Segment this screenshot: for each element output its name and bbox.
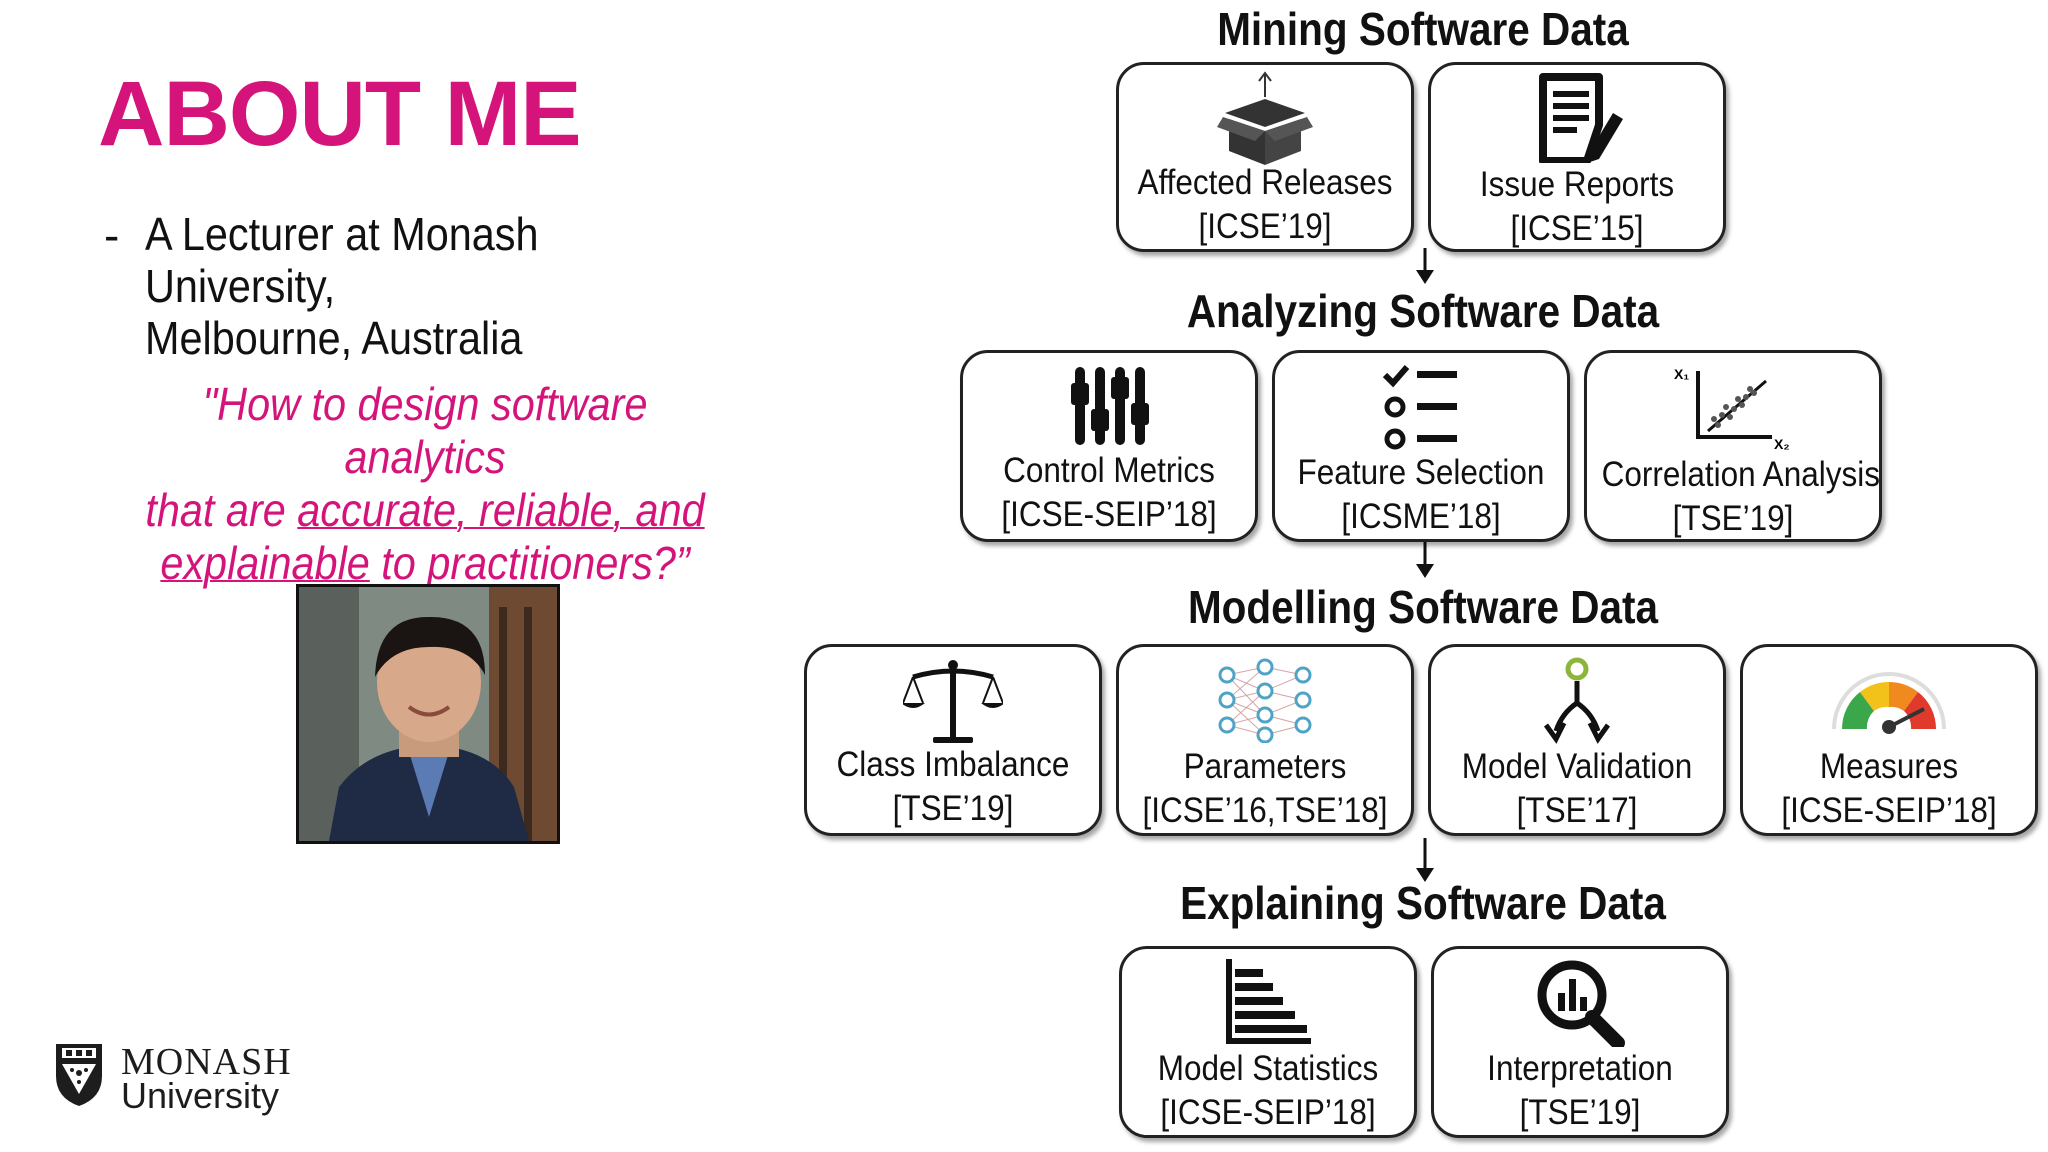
checklist-icon	[1275, 361, 1567, 451]
quote-text-end: to practitioners?”	[369, 537, 690, 589]
box-control-metrics: Control Metrics [ICSE-SEIP’18]	[960, 350, 1258, 542]
quote-line-2: that are accurate, reliable, and	[128, 484, 722, 537]
parameters-ref: [ICSE’16,TSE’18]	[1142, 791, 1388, 830]
box-interpretation: Interpretation [TSE’19]	[1431, 946, 1729, 1138]
sliders-icon	[963, 363, 1255, 449]
section-mining: Mining Software Data	[1217, 3, 1629, 55]
monash-crest-icon	[56, 1044, 102, 1106]
bar-chart-icon	[1122, 957, 1414, 1047]
affected-ref: [ICSE’19]	[1198, 207, 1332, 246]
scale-icon	[807, 655, 1099, 745]
arrow-down-icon	[1416, 542, 1434, 578]
imbalance-ref: [TSE’19]	[892, 789, 1014, 828]
box-correlation-analysis: X₁ X₂ Correlation Analysis [TSE’19]	[1584, 350, 1882, 542]
section-explaining: Explaining Software Data	[1180, 877, 1666, 929]
validation-ref: [TSE’17]	[1516, 791, 1638, 830]
issue-label: Issue Reports	[1479, 165, 1675, 204]
imbalance-label: Class Imbalance	[836, 745, 1070, 784]
split-arrow-icon	[1431, 655, 1723, 745]
measures-ref: [ICSE-SEIP’18]	[1781, 791, 1997, 830]
arrow-down-icon	[1416, 838, 1434, 882]
box-feature-selection: Feature Selection [ICSME’18]	[1272, 350, 1570, 542]
box-class-imbalance: Class Imbalance [TSE’19]	[804, 644, 1102, 836]
interpretation-ref: [TSE’19]	[1519, 1093, 1641, 1132]
logo-university: University	[121, 1075, 280, 1116]
validation-label: Model Validation	[1461, 747, 1693, 786]
logo-monash: MONASH	[121, 1041, 292, 1083]
feature-ref: [ICSME’18]	[1341, 497, 1501, 536]
arrow-down-icon	[1416, 248, 1434, 284]
axis-x2-label: X₂	[1774, 436, 1790, 452]
parameters-label: Parameters	[1183, 747, 1347, 786]
profile-photo	[296, 584, 560, 844]
quote-line-3: explainable to practitioners?”	[128, 537, 722, 590]
quote-underlined-1: accurate, reliable, and	[297, 484, 705, 536]
box-affected-releases: Affected Releases [ICSE’19]	[1116, 62, 1414, 252]
box-issue-reports: Issue Reports [ICSE’15]	[1428, 62, 1726, 252]
box-measures: Measures [ICSE-SEIP’18]	[1740, 644, 2038, 836]
affected-label: Affected Releases	[1137, 163, 1393, 202]
feature-label: Feature Selection	[1297, 453, 1545, 492]
document-edit-icon	[1431, 73, 1723, 163]
person-photo-icon	[299, 587, 557, 841]
control-ref: [ICSE-SEIP’18]	[1001, 495, 1217, 534]
bullet-line-2: Melbourne, Australia	[145, 312, 523, 364]
bullet-text: A Lecturer at Monash University, Melbour…	[145, 208, 730, 364]
issue-ref: [ICSE’15]	[1510, 209, 1644, 248]
axis-x1-label: X₁	[1674, 366, 1689, 382]
box-model-validation: Model Validation [TSE’17]	[1428, 644, 1726, 836]
slide-title: ABOUT ME	[98, 63, 582, 165]
quote-underlined-2: explainable	[160, 537, 370, 589]
measures-label: Measures	[1819, 747, 1959, 786]
section-modelling: Modelling Software Data	[1187, 581, 1659, 633]
bullet-dash: -	[104, 209, 120, 261]
quote-line-1: "How to design software analytics	[202, 378, 648, 483]
neural-network-icon	[1119, 657, 1411, 743]
bullet-line-1: A Lecturer at Monash University,	[145, 208, 539, 312]
box-model-statistics: Model Statistics [ICSE-SEIP’18]	[1119, 946, 1417, 1138]
research-quote: "How to design software analytics that a…	[128, 378, 722, 590]
gauge-icon	[1743, 665, 2035, 735]
box-open-icon	[1119, 71, 1411, 167]
scatter-plot-icon: X₁ X₂	[1587, 363, 1879, 453]
correlation-ref: [TSE’19]	[1672, 499, 1794, 538]
interpretation-label: Interpretation	[1487, 1049, 1673, 1088]
section-analyzing: Analyzing Software Data	[1186, 285, 1660, 337]
box-parameters: Parameters [ICSE’16,TSE’18]	[1116, 644, 1414, 836]
statistics-ref: [ICSE-SEIP’18]	[1160, 1093, 1376, 1132]
quote-text: that are	[145, 484, 298, 536]
magnifier-chart-icon	[1434, 957, 1726, 1047]
statistics-label: Model Statistics	[1157, 1049, 1379, 1088]
correlation-label: Correlation Analysis	[1601, 455, 1880, 494]
control-label: Control Metrics	[1003, 451, 1215, 490]
